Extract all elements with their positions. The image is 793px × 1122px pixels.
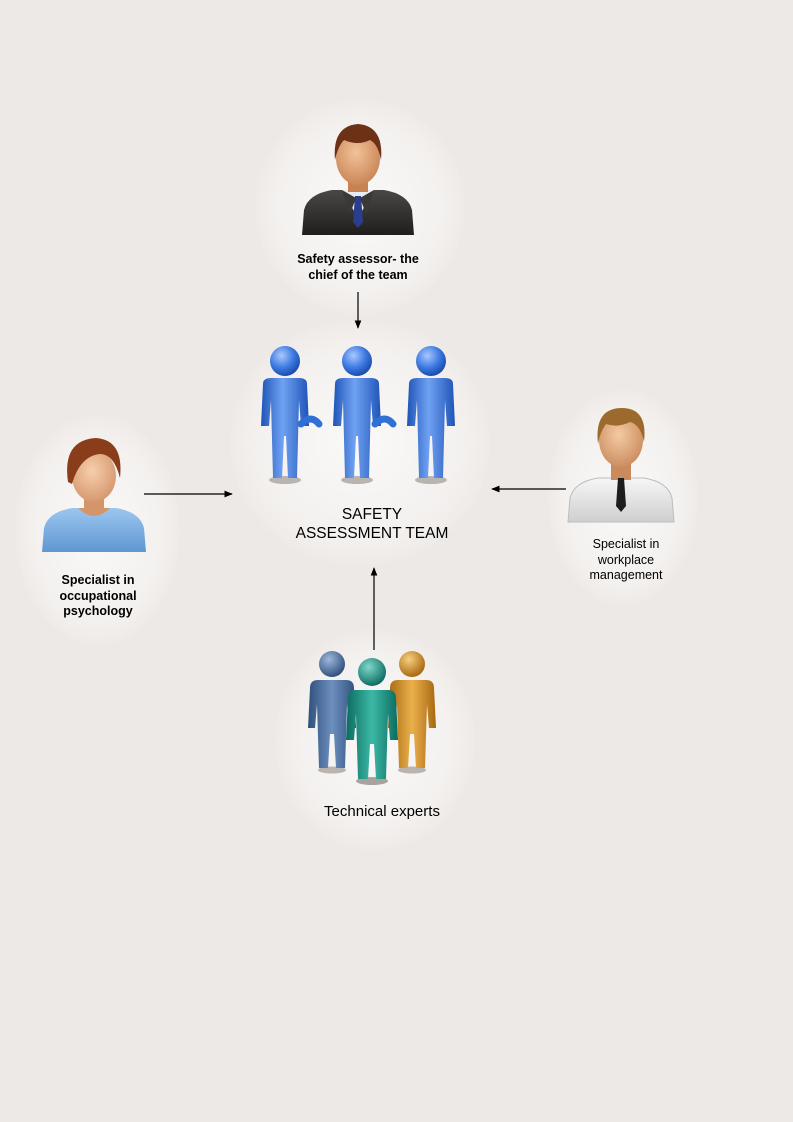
chief-label: Safety assessor- the chief of the team	[297, 252, 419, 282]
team-icon	[261, 346, 455, 484]
psych-figure	[42, 438, 146, 552]
psych-label: Specialist in occupational psychology	[59, 573, 137, 619]
tech-figure	[308, 651, 436, 785]
chief-figure	[302, 124, 414, 235]
workplace-label: Specialist in workplace management	[589, 537, 663, 583]
center-label: SAFETY ASSESSMENT TEAM	[295, 506, 449, 543]
workplace-figure	[567, 408, 675, 523]
tech-label: Technical experts	[324, 803, 440, 820]
